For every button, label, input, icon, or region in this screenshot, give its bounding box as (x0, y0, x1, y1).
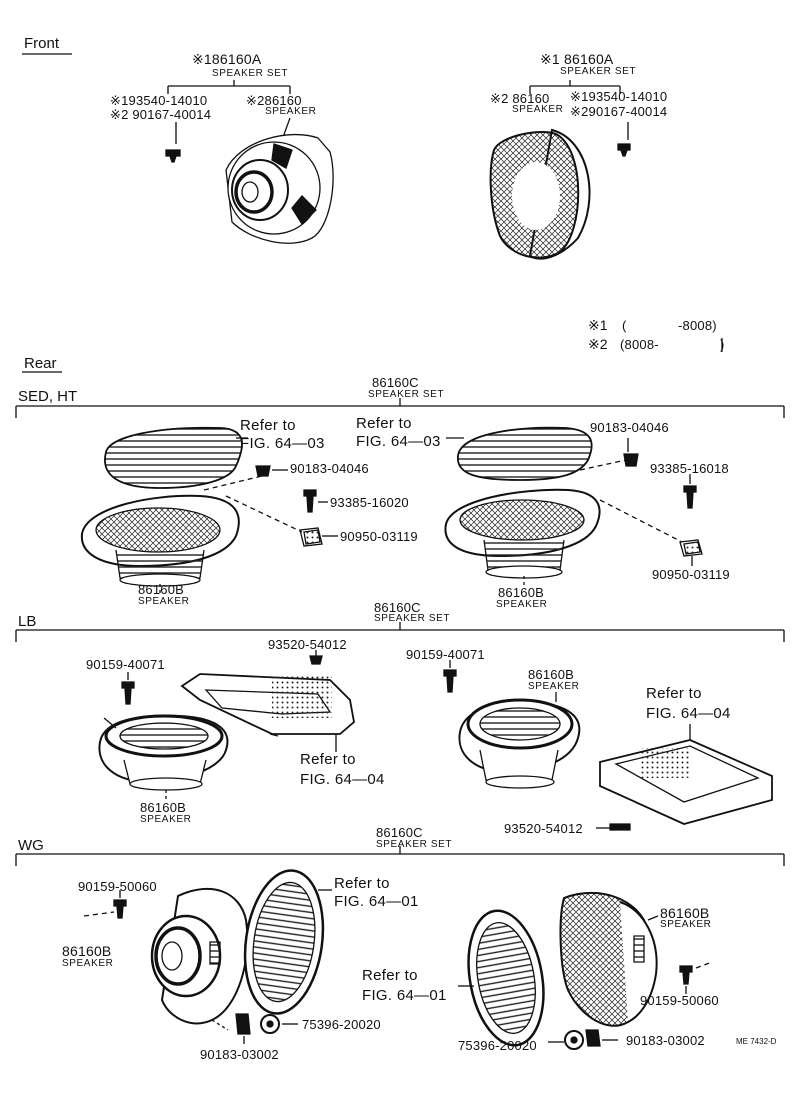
sed-right-grille-drawing (458, 428, 592, 480)
wg-set-name: SPEAKER SET (376, 839, 453, 850)
wg-nut-left-pn: 90183-03002 (200, 1047, 279, 1062)
sed-ref2-line2: FIG. 64—03 (356, 433, 441, 450)
sed-screw-left-pn: 93385-16020 (330, 495, 409, 510)
lb-screw-top-pn: 93520-54012 (268, 637, 347, 652)
front-left-speaker-name: SPEAKER (265, 106, 317, 117)
footnote-2-range: (8008- (620, 337, 659, 352)
sed-right-speaker-drawing (445, 490, 599, 578)
wg-left-speaker-drawing (152, 889, 247, 1024)
front-left-set-name: SPEAKER SET (212, 68, 289, 79)
front-right-speaker-drawing (491, 130, 590, 259)
sed-heading: SED, HT (18, 388, 78, 405)
wg-bolt-right-pn: 90159-50060 (640, 993, 719, 1008)
wg-speaker-right-name: SPEAKER (660, 919, 712, 930)
sed-ref1-line1: Refer to (240, 417, 296, 434)
footnote-1-mark: ※1 (588, 317, 608, 333)
wg-ref1-line1: Refer to (334, 875, 390, 892)
lb-speaker-left-name: SPEAKER (140, 814, 192, 825)
front-right-pn-a: ※193540-14010 (570, 89, 668, 104)
front-left-screw-drawing (166, 150, 180, 162)
lb-left-speaker-drawing (99, 716, 227, 790)
wg-right-speaker-drawing (561, 893, 657, 1026)
lb-set-name: SPEAKER SET (374, 613, 451, 624)
lb-speaker-right-pn: 86160B (528, 667, 575, 682)
sed-speaker-right-name: SPEAKER (496, 599, 548, 610)
sed-nut-right-pn: 90183-04046 (590, 420, 669, 435)
sed-clip-right-pn: 90950-03119 (652, 567, 730, 582)
front-right-set-pn: ※1 86160A (540, 51, 614, 67)
wg-nut-right-pn: 90183-03002 (626, 1033, 705, 1048)
lb-left-cover-drawing (182, 674, 354, 736)
sed-clip-left-pn: 90950-03119 (340, 529, 418, 544)
wg-ref2-line1: Refer to (362, 967, 418, 984)
front-left-pn-a: ※193540-14010 (110, 93, 208, 108)
lb-ref1-line1: Refer to (300, 751, 356, 768)
wg-heading: WG (18, 837, 44, 854)
sed-screw-right-pn: 93385-16018 (650, 461, 729, 476)
sed-speaker-right-pn: 86160B (498, 585, 545, 600)
sed-ref2-line1: Refer to (356, 415, 412, 432)
footnote-2-mark: ※2 (588, 336, 608, 352)
front-right-speaker-pn: ※2 86160 (490, 91, 550, 106)
front-right-pn-b: ※290167-40014 (570, 104, 668, 119)
footnote-1-open: ( (622, 318, 627, 333)
front-left-speaker-drawing (226, 135, 333, 244)
wg-washer-left-pn: 75396-20020 (302, 1017, 381, 1032)
sed-set-pn: 86160C (372, 375, 419, 390)
sed-speaker-left-pn: 86160B (138, 582, 185, 597)
lb-speaker-right-name: SPEAKER (528, 681, 580, 692)
lb-speaker-left-pn: 86160B (140, 800, 187, 815)
sed-ref1-line2: FIG. 64—03 (240, 435, 325, 452)
front-left-pn-b: ※2 90167-40014 (110, 107, 212, 122)
front-heading: Front (24, 35, 60, 52)
lb-ref2-line2: FIG. 64—04 (646, 705, 731, 722)
wg-speaker-left-pn: 86160B (62, 943, 112, 959)
sed-nut-left-pn: 90183-04046 (290, 461, 369, 476)
wg-left-grille-drawing (236, 865, 331, 1018)
wg-speaker-right-pn: 86160B (660, 905, 710, 921)
sed-set-name: SPEAKER SET (368, 389, 445, 400)
footnote-2-close: ) (720, 337, 725, 352)
lb-screw-bottom-pn: 93520-54012 (504, 821, 583, 836)
diagram-code: ME 7432-D (736, 1037, 777, 1046)
sed-left-grille-drawing (105, 428, 242, 488)
lb-bolt-right-pn: 90159-40071 (406, 647, 485, 662)
wg-speaker-left-name: SPEAKER (62, 958, 114, 969)
wg-washer-right-pn: 75396-20020 (458, 1038, 537, 1053)
front-left-speaker-pn: ※286160 (246, 93, 302, 108)
lb-bolt-left-pn: 90159-40071 (86, 657, 165, 672)
lb-right-cover-drawing (600, 740, 772, 824)
front-right-screw-drawing (618, 144, 630, 156)
wg-right-grille-drawing (459, 905, 554, 1051)
front-right-set-name: SPEAKER SET (560, 66, 637, 77)
rear-heading: Rear (24, 355, 57, 372)
lb-ref1-line2: FIG. 64—04 (300, 771, 385, 788)
sed-left-speaker-drawing (82, 496, 239, 586)
wg-bolt-left-pn: 90159-50060 (78, 879, 157, 894)
lb-set-pn: 86160C (374, 600, 421, 615)
sed-speaker-left-name: SPEAKER (138, 596, 190, 607)
front-right-speaker-name: SPEAKER (512, 104, 564, 115)
lb-ref2-line1: Refer to (646, 685, 702, 702)
wg-set-pn: 86160C (376, 825, 423, 840)
lb-right-speaker-drawing (459, 700, 579, 788)
wg-ref2-line2: FIG. 64—01 (362, 987, 447, 1004)
wg-ref1-line2: FIG. 64—01 (334, 893, 419, 910)
front-left-set-pn: ※186160A (192, 51, 262, 67)
footnote-1-range: -8008) (678, 318, 717, 333)
lb-heading: LB (18, 613, 37, 630)
